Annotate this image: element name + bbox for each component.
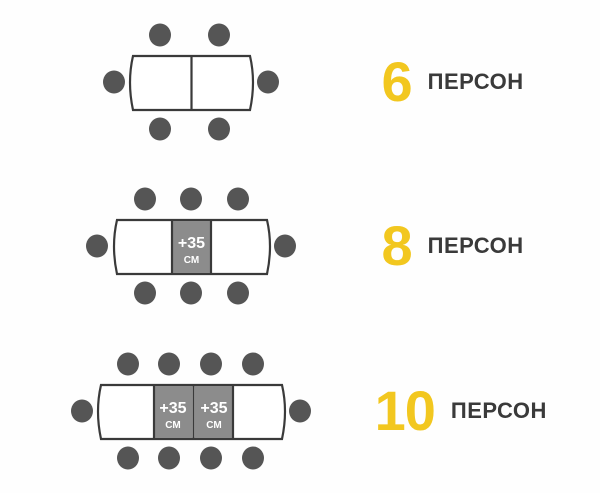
- insert-size-text: +35: [200, 400, 227, 417]
- chair-dot: [242, 352, 264, 376]
- table-diagram-10-persons: +35 СМ +35 СМ: [0, 329, 363, 493]
- chair-dot: [103, 70, 125, 94]
- table-diagram-8-persons: +35 СМ: [0, 164, 352, 328]
- capacity-count: 10: [374, 379, 436, 442]
- chair-dot: [227, 187, 249, 211]
- capacity-label-8-persons: 8 ПЕРСОН: [352, 164, 600, 328]
- chair-dot: [289, 399, 311, 423]
- capacity-word: ПЕРСОН: [450, 398, 547, 423]
- extension-insert-panel: [154, 386, 192, 438]
- chair-dot: [208, 23, 230, 47]
- insert-size-text: +35: [159, 400, 186, 417]
- capacity-label-6-persons: 6 ПЕРСОН: [352, 0, 600, 164]
- capacity-word: ПЕРСОН: [427, 69, 524, 94]
- chair-dot: [158, 352, 180, 376]
- chair-dot: [200, 352, 222, 376]
- chair-dot: [117, 352, 139, 376]
- chair-dot: [180, 281, 202, 305]
- chair-dot: [227, 281, 249, 305]
- capacity-count: 6: [381, 50, 413, 113]
- chair-dot: [208, 117, 230, 141]
- chair-dot: [117, 446, 139, 470]
- chair-dot: [180, 187, 202, 211]
- extension-insert-panel: [195, 386, 233, 438]
- extension-insert-panel: [172, 221, 211, 273]
- chair-dot: [242, 446, 264, 470]
- chair-dot: [257, 70, 279, 94]
- capacity-row-10-persons: +35 СМ +35 СМ 10 ПЕРСОН: [0, 329, 600, 493]
- chair-dot: [134, 187, 156, 211]
- chair-dot: [274, 234, 296, 258]
- capacity-row-6-persons: 6 ПЕРСОН: [0, 0, 600, 164]
- table-diagram-6-persons: [0, 0, 352, 164]
- capacity-count: 8: [381, 214, 413, 277]
- chair-dot: [200, 446, 222, 470]
- chair-dot: [134, 281, 156, 305]
- capacity-label-10-persons: 10 ПЕРСОН: [363, 329, 600, 493]
- chair-dot: [158, 446, 180, 470]
- capacity-row-8-persons: +35 СМ 8 ПЕРСОН: [0, 164, 600, 328]
- chair-dot: [86, 234, 108, 258]
- capacity-word: ПЕРСОН: [427, 233, 524, 258]
- insert-size-text: +35: [178, 235, 205, 252]
- chair-dot: [149, 117, 171, 141]
- chair-dot: [71, 399, 93, 423]
- chair-dot: [149, 23, 171, 47]
- insert-unit-text: СМ: [206, 420, 221, 431]
- insert-unit-text: СМ: [165, 420, 180, 431]
- insert-unit-text: СМ: [184, 255, 199, 266]
